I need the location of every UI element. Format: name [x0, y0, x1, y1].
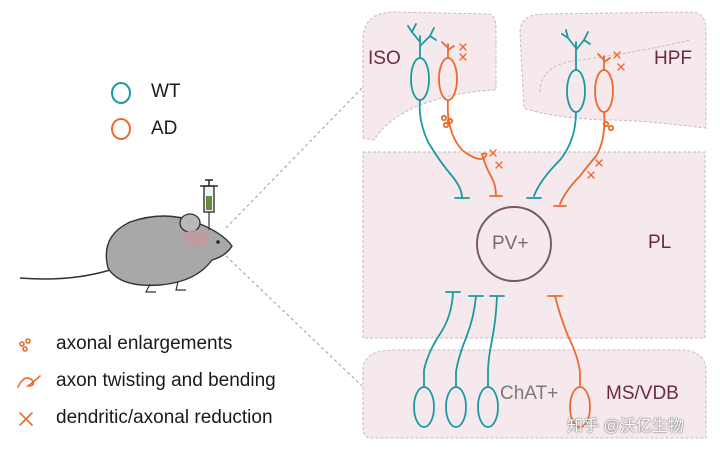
enlargements-label: axonal enlargements	[56, 333, 233, 354]
chat-wt-neuron-1	[413, 291, 461, 428]
hpf-wt-neuron	[526, 29, 591, 199]
hpf-inner-contour	[539, 39, 691, 93]
iso-wt-neuron	[407, 23, 470, 199]
reduction-marks	[459, 43, 625, 179]
ad-label: AD	[151, 118, 178, 139]
iso-ad-neuron	[438, 41, 503, 197]
injection-site	[182, 230, 211, 246]
ms-vdb-neurons	[413, 291, 591, 428]
reduction-label: dendritic/axonal reduction	[56, 407, 273, 428]
pl-label: PL	[648, 232, 672, 253]
pv-label: PV+	[492, 233, 529, 254]
enlargement-icon	[19, 338, 31, 352]
twisting-icon	[17, 375, 41, 388]
iso-neurons	[407, 23, 503, 199]
mouse-illustration	[19, 179, 233, 293]
mouse-ear	[179, 213, 201, 233]
legend-symbols	[111, 82, 131, 140]
mouse-foot	[145, 281, 186, 293]
mouse-tail	[19, 269, 111, 280]
hpf-ad-neuron	[553, 53, 615, 207]
ms-vdb-label: MS/VDB	[606, 383, 679, 404]
pl-region	[362, 151, 706, 339]
chat-wt-neuron-3	[477, 295, 505, 428]
ad-projection-neuron	[547, 295, 591, 428]
reduction-icon	[19, 412, 33, 426]
wt-label: WT	[151, 81, 181, 102]
bottom-legend-symbols	[17, 338, 41, 426]
ad-circle-icon	[111, 118, 131, 140]
region-backgrounds	[362, 11, 707, 439]
mouse-eye	[216, 240, 220, 244]
hpf-label: HPF	[654, 48, 692, 69]
zoom-lines	[225, 87, 363, 387]
mouse-body	[105, 215, 233, 287]
iso-label: ISO	[368, 48, 401, 69]
twisting-label: axon twisting and bending	[56, 370, 276, 391]
hpf-region	[519, 11, 707, 129]
chat-wt-neuron-2	[445, 295, 484, 428]
chat-label: ChAT+	[500, 383, 559, 404]
ms-vdb-region	[362, 349, 707, 439]
syringe-icon	[200, 179, 218, 230]
watermark: 知乎 @沃亿生物	[567, 418, 684, 435]
wt-circle-icon	[111, 82, 131, 104]
pv-cell	[476, 206, 552, 282]
hpf-neurons	[526, 29, 615, 207]
